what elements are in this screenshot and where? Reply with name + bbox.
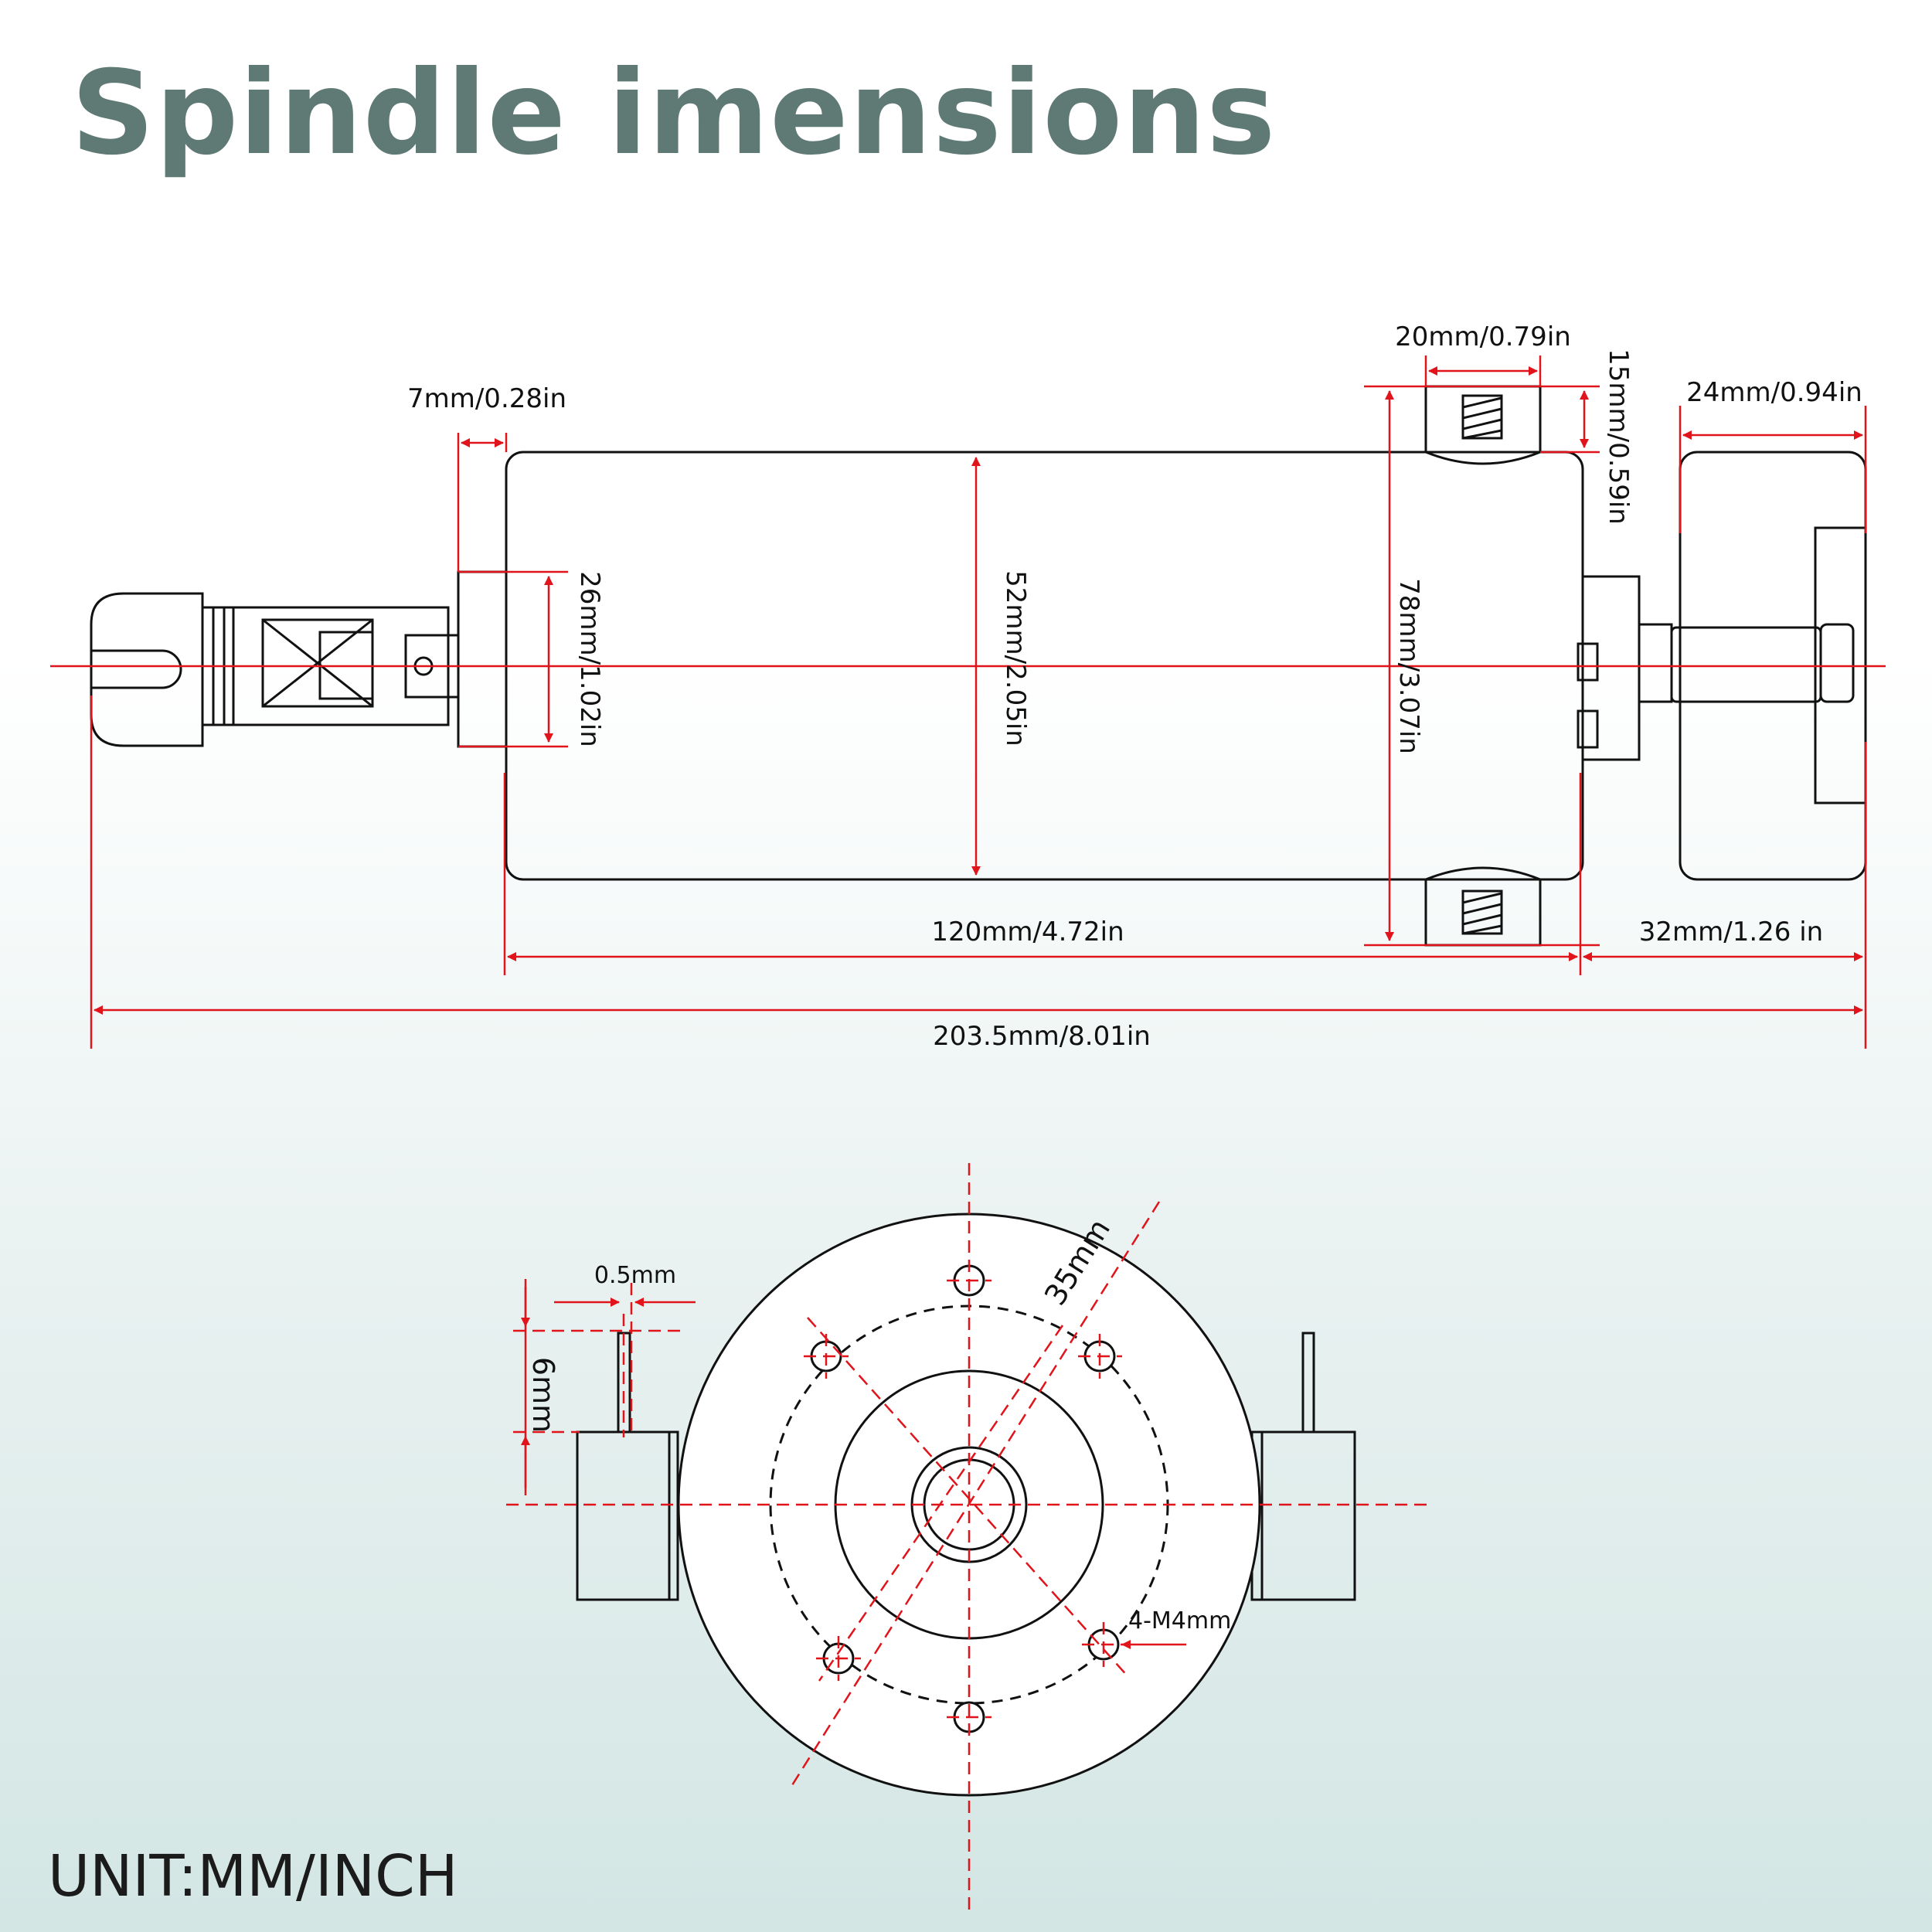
collet-nut — [90, 592, 204, 747]
mount-lug-bottom — [1424, 879, 1542, 947]
label-78mm: 78mm/3.07in — [1393, 578, 1424, 754]
label-24mm: 24mm/0.94in — [1686, 377, 1862, 408]
label-20mm: 20mm/0.79in — [1395, 321, 1571, 352]
label-6mm: 6mm — [526, 1357, 560, 1433]
label-52mm: 52mm/2.05in — [1000, 570, 1031, 747]
label-203mm: 203.5mm/8.01in — [933, 1021, 1151, 1052]
label-26mm: 26mm/1.02in — [574, 571, 605, 747]
label-15mm: 15mm/0.59in — [1603, 349, 1634, 525]
label-120mm: 120mm/4.72in — [931, 917, 1124, 947]
unit-label: UNIT:MM/INCH — [48, 1843, 458, 1910]
rear-cap — [1581, 575, 1641, 761]
collar — [457, 570, 508, 748]
label-0.5mm: 0.5mm — [594, 1262, 676, 1289]
label-7mm: 7mm/0.28in — [407, 383, 566, 414]
page-title: Spindle imensions — [71, 46, 1277, 181]
label-4-M4mm: 4-M4mm — [1128, 1607, 1231, 1634]
label-32mm: 32mm/1.26 in — [1639, 917, 1823, 947]
